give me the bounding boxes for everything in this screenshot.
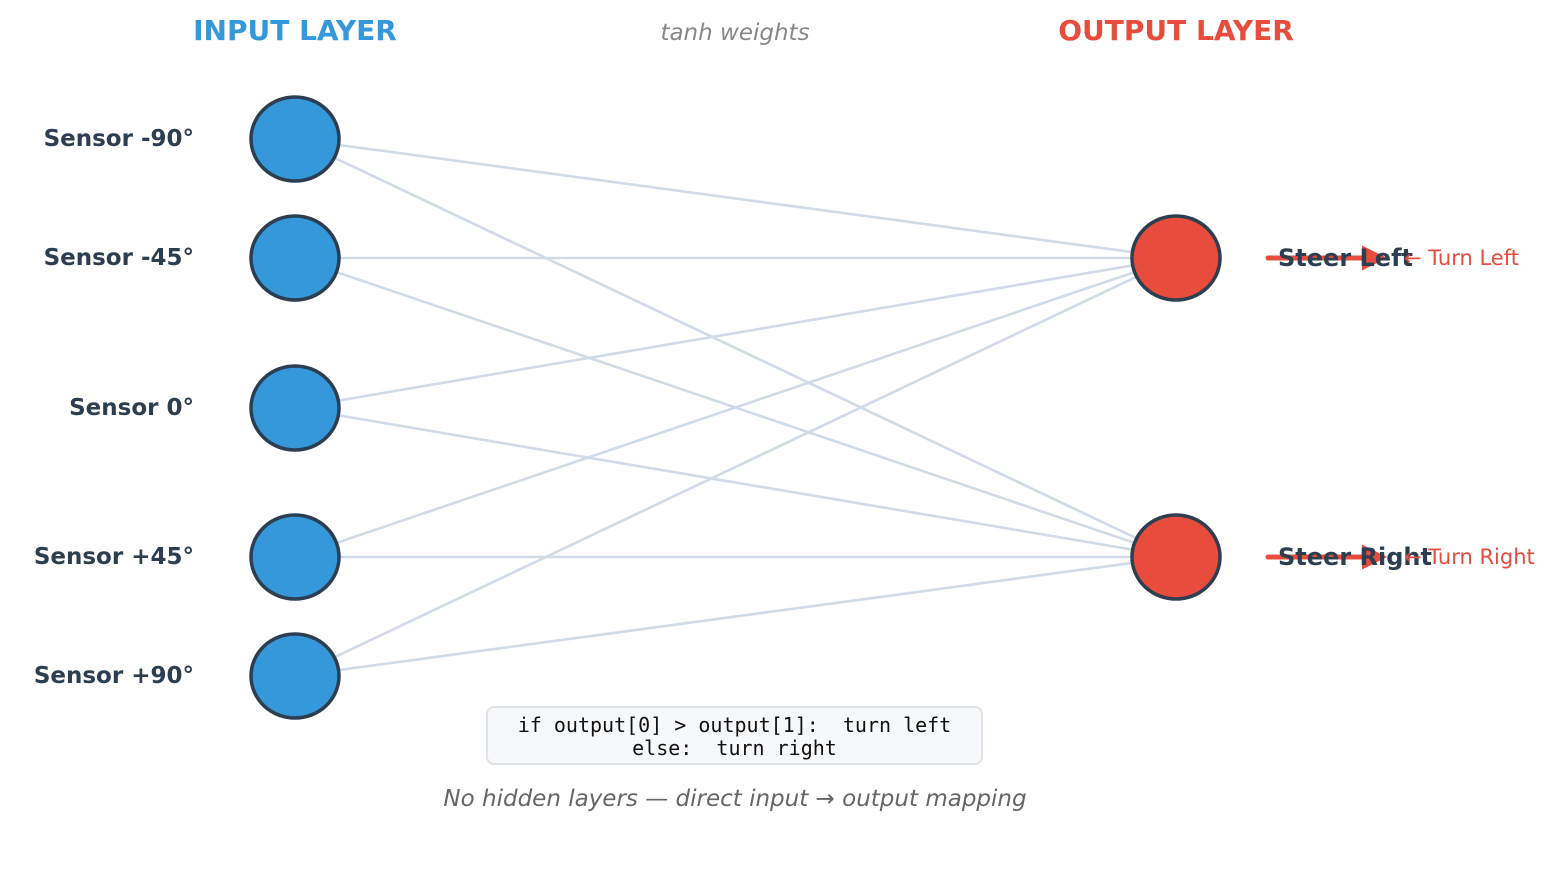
connection-in0-out0 bbox=[294, 137, 1177, 260]
sensor-label-0: Sensor 0° bbox=[69, 395, 194, 421]
output-node-1 bbox=[1130, 513, 1222, 601]
connection-in2-out1 bbox=[294, 406, 1177, 559]
sensor-label-plus-90: Sensor +90° bbox=[33, 663, 194, 689]
footnote-caption: No hidden layers — direct input → output… bbox=[443, 786, 1027, 812]
decision-rule-box: if output[0] > output[1]: turn left else… bbox=[486, 706, 983, 765]
output-node-0 bbox=[1130, 214, 1222, 302]
input-node-2 bbox=[249, 364, 341, 452]
connection-in3-out0 bbox=[294, 256, 1177, 559]
decision-rule-line-2: else: turn right bbox=[632, 736, 837, 760]
output-layer-title: OUTPUT LAYER bbox=[1058, 14, 1294, 47]
input-node-1 bbox=[249, 214, 341, 302]
input-node-4 bbox=[249, 632, 341, 720]
input-node-3 bbox=[249, 513, 341, 601]
input-layer-title: INPUT LAYER bbox=[193, 14, 397, 47]
output-label-steer-right: Steer Right bbox=[1278, 543, 1432, 571]
sensor-label-plus-45: Sensor +45° bbox=[33, 544, 194, 570]
connection-in4-out0 bbox=[294, 256, 1177, 678]
turn-left-annotation: ← Turn Left bbox=[1404, 246, 1519, 270]
sensor-label-minus-45: Sensor -45° bbox=[43, 245, 194, 271]
weights-caption: tanh weights bbox=[660, 20, 810, 46]
connection-in0-out1 bbox=[294, 137, 1177, 559]
connection-in2-out0 bbox=[294, 256, 1177, 410]
turn-right-annotation: ← Turn Right bbox=[1404, 545, 1535, 569]
connection-in4-out1 bbox=[294, 555, 1177, 678]
output-label-steer-left: Steer Left bbox=[1278, 244, 1413, 272]
sensor-label-minus-90: Sensor -90° bbox=[43, 126, 194, 152]
decision-rule-line-1: if output[0] > output[1]: turn left bbox=[517, 713, 952, 737]
input-node-0 bbox=[249, 95, 341, 183]
